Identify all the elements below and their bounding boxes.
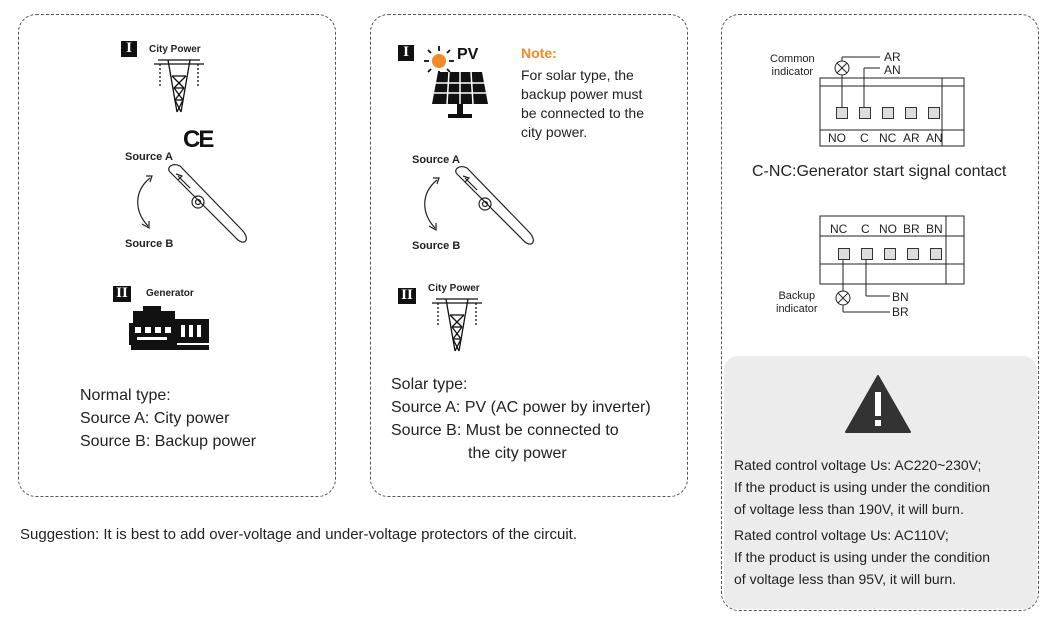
terminal-label: C [860, 131, 869, 145]
description-line: Source A: City power [80, 410, 230, 427]
terminal-label: C [861, 222, 870, 236]
terminal-label: NC [879, 131, 897, 145]
terminal-square [905, 107, 917, 119]
backup-indicator-wiring [835, 260, 890, 313]
terminal-label: AN [926, 131, 943, 145]
note-line: city power. [521, 124, 588, 140]
suggestion-text: Suggestion: It is best to add over-volta… [20, 526, 577, 543]
roman-numeral-two: II [398, 288, 416, 304]
roman-numeral-one: I [398, 45, 414, 61]
terminal-label: NO [879, 222, 897, 236]
signal-contact-caption: C-NC:Generator start signal contact [752, 163, 1007, 180]
source-a-label: Source A [125, 151, 173, 163]
warning-line: If the product is using under the condit… [734, 479, 991, 495]
warning-line: of voltage less than 95V, it will burn. [734, 571, 957, 587]
city-power-label: City Power [149, 44, 201, 55]
terminal-square [928, 107, 940, 119]
terminal-square [882, 107, 894, 119]
an-wire-label: AN [884, 63, 901, 77]
warning-line: Rated control voltage Us: AC110V; [734, 527, 949, 543]
description-line: Normal type: [80, 387, 171, 404]
wiring-panel [721, 14, 1039, 611]
ce-mark: CE [183, 126, 214, 153]
ar-wire-label: AR [884, 50, 901, 64]
solar-panel-icon [432, 71, 488, 118]
backup-terminal-block [819, 215, 965, 285]
voltage-warning-text: Rated control voltage Us: AC220~230V; If… [734, 454, 990, 590]
terminal-square [907, 248, 919, 260]
label-line: indicator [771, 66, 814, 78]
terminal-square [836, 107, 848, 119]
terminal-label: NC [830, 222, 848, 236]
note-line: be connected to the [521, 105, 644, 121]
common-indicator-label: Common indicator [770, 53, 815, 79]
warning-line: Rated control voltage Us: AC220~230V; [734, 457, 982, 473]
note-title: Note: [521, 45, 557, 61]
pv-label: PV [457, 46, 479, 63]
label-line: Backup [778, 290, 816, 302]
description-line: Source A: PV (AC power by inverter) [391, 399, 651, 416]
solar-type-panel [370, 14, 688, 497]
note-line: For solar type, the [521, 67, 634, 83]
label-line: Common [770, 53, 815, 65]
power-tower-icon [154, 59, 204, 113]
terminal-square [859, 107, 871, 119]
power-tower-icon [432, 298, 482, 352]
terminal-label: BN [926, 222, 943, 236]
generator-label: Generator [146, 288, 194, 299]
normal-type-panel [18, 14, 336, 497]
bn-wire-label: BN [892, 290, 909, 304]
terminal-label: BR [903, 222, 920, 236]
generator-icon [129, 306, 209, 350]
terminal-label: NO [828, 131, 846, 145]
label-line: indicator [776, 303, 818, 315]
description-line: the city power [468, 445, 567, 462]
roman-numeral-two: II [113, 286, 131, 302]
note-text: For solar type, the backup power must be… [521, 66, 644, 142]
description-line: Source B: Backup power [80, 433, 257, 450]
selector-switch-icon [137, 164, 247, 243]
source-b-label: Source B [412, 240, 461, 252]
normal-type-description: Normal type: Source A: City power Source… [80, 384, 256, 453]
source-a-label: Source A [412, 154, 460, 166]
terminal-label: AR [903, 131, 920, 145]
warning-line: of voltage less than 190V, it will burn. [734, 501, 964, 517]
note-line: backup power must [521, 86, 643, 102]
br-wire-label: BR [892, 305, 909, 319]
warning-icon [845, 375, 911, 433]
backup-indicator-label: Backup indicator [776, 290, 818, 316]
terminal-square [884, 248, 896, 260]
warning-line: If the product is using under the condit… [734, 549, 991, 565]
roman-numeral-one: I [121, 41, 137, 57]
terminal-square [861, 248, 873, 260]
description-line: Solar type: [391, 376, 468, 393]
solar-type-description: Solar type: Source A: PV (AC power by in… [391, 373, 651, 465]
city-power-label: City Power [428, 283, 480, 294]
terminal-square [930, 248, 942, 260]
terminal-square [838, 248, 850, 260]
source-b-label: Source B [125, 238, 174, 250]
common-indicator-wiring [819, 56, 965, 147]
description-line: Source B: Must be connected to [391, 422, 619, 439]
selector-switch-icon [424, 166, 534, 245]
